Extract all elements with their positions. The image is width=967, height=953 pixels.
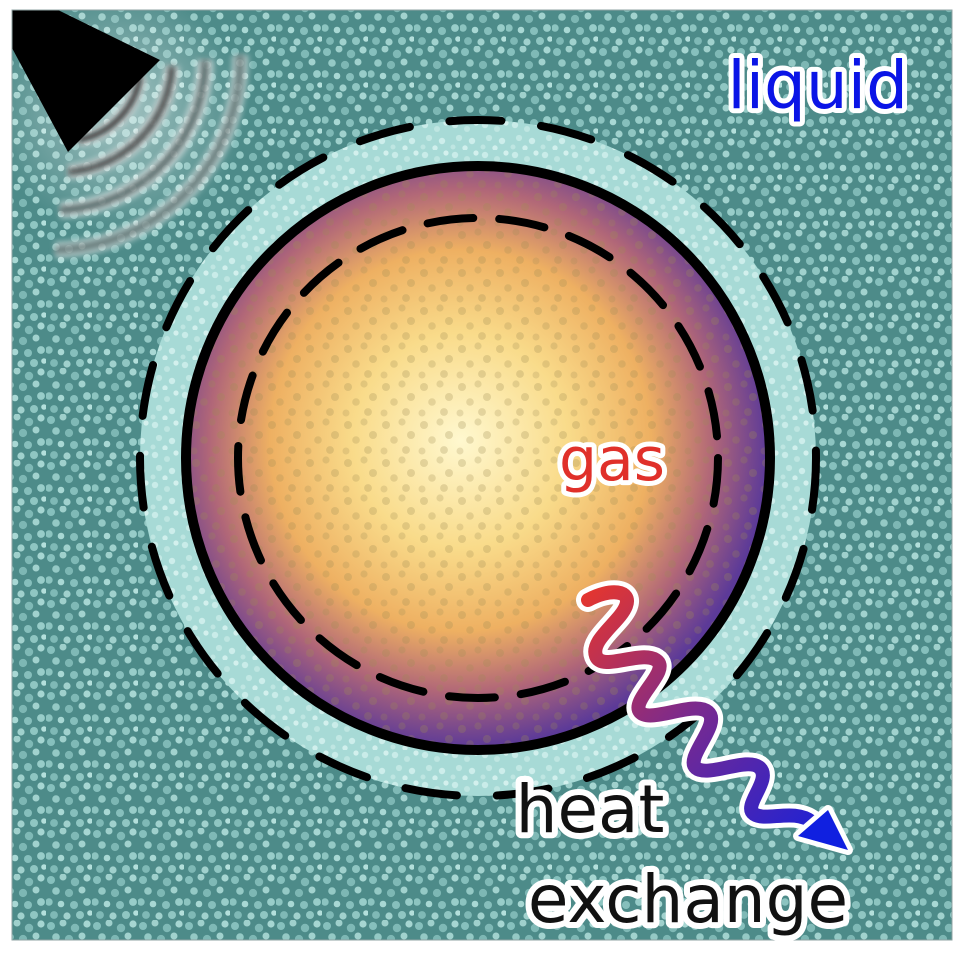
- compressed-radius-dashed-circle: [234, 214, 722, 702]
- expanded-radius-dashed-circle: [136, 116, 820, 800]
- bubble-wall: [181, 161, 775, 755]
- gas-label: gas: [559, 425, 665, 495]
- heat-label: heat: [516, 771, 665, 848]
- liquid-label: liquid: [727, 47, 908, 124]
- heat-exchange-arrow: [576, 580, 853, 855]
- exchange-label: exchange: [528, 861, 848, 938]
- loudspeaker-emitting-sound-waves-icon: [12, 10, 249, 258]
- figure-frame: [11, 9, 953, 941]
